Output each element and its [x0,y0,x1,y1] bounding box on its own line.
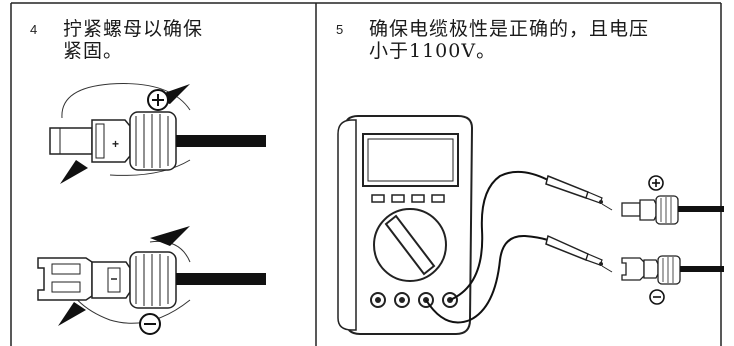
minus-circle-icon [649,289,665,305]
minus-circle-icon [139,313,161,335]
plug-sign: + [112,137,119,151]
small-positive-connector [621,175,724,225]
step-5-instruction-line-2: 小于1100V。 [369,40,497,62]
step-5-instruction-line-1: 确保电缆极性是正确的，且电压 [369,18,650,40]
step-4-instruction-line-2: 紧固。 [63,40,124,62]
negative-connector-illustration [37,226,266,335]
multimeter-illustration [337,115,474,335]
step-4-number: 4 [30,22,38,37]
step-4-instruction-line-1: 拧紧螺母以确保 [63,18,204,40]
plus-circle-icon [147,89,169,111]
plus-circle-icon [648,175,664,191]
small-negative-connector [621,255,724,305]
step-5-number: 5 [336,22,344,37]
positive-connector-illustration: + [49,83,266,184]
